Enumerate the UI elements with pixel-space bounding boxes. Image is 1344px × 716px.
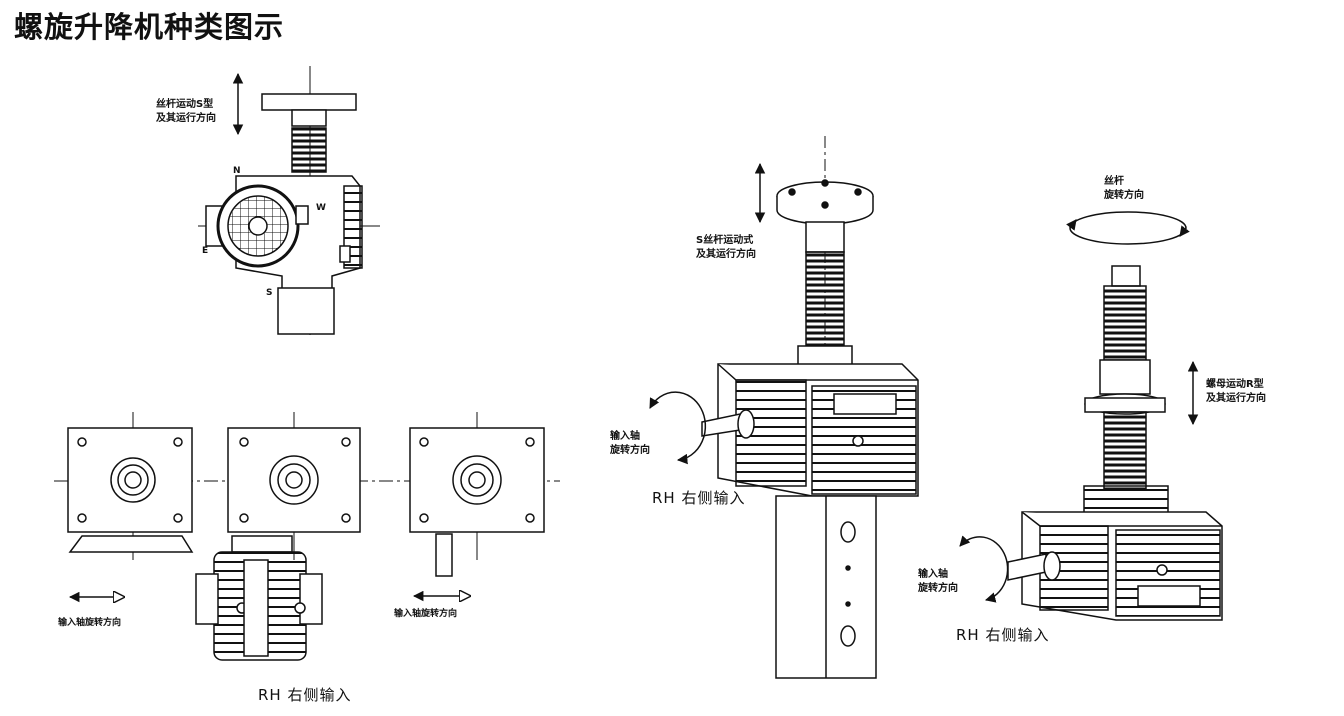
screw-rotation-ellipse [1069, 211, 1187, 245]
input-rotation-arrow [959, 535, 1009, 603]
mid-label-line2: 及其运行方向 [696, 249, 756, 260]
mid-input-line2: 旋转方向 [610, 445, 650, 456]
lead-screw [291, 127, 327, 173]
front-view-1 [67, 412, 194, 560]
iso-jack-s [701, 136, 919, 679]
right-top-line2: 旋转方向 [1104, 190, 1144, 201]
compass-n: N [233, 166, 241, 176]
input-rotation-arrow [649, 391, 707, 465]
front-view-3 [409, 412, 545, 577]
compass-e: E [202, 246, 209, 256]
input-shaft [435, 533, 453, 577]
front-view-2 [195, 412, 361, 661]
page-title: 螺旋升降机种类图示 [14, 10, 285, 44]
top-view-label-line1: 丝杆运动S型 [156, 99, 214, 110]
left-caption: RH 右侧输入 [258, 686, 352, 704]
compass-s: S [266, 288, 273, 298]
mid-label-line1: S丝杆运动式 [696, 235, 754, 246]
lead-screw [805, 251, 845, 353]
mid-input-line1: 输入轴 [610, 431, 640, 442]
right-input-line1: 输入轴 [918, 569, 948, 580]
compass-w: W [316, 203, 326, 213]
top-view-label-line2: 及其运行方向 [156, 113, 216, 124]
right-rotation-label: 输入轴旋转方向 [394, 609, 458, 619]
top-flange [261, 93, 357, 111]
bottom-tube [277, 287, 335, 335]
iso-jack-r [1007, 265, 1223, 621]
mid-caption: RH 右侧输入 [652, 489, 746, 507]
lead-screw [1103, 285, 1147, 361]
left-rotation-label: 输入轴旋转方向 [58, 618, 122, 628]
motor-adapter [231, 535, 293, 553]
top-view-jack [198, 66, 380, 335]
right-nut-line2: 及其运行方向 [1206, 393, 1266, 404]
front-views [54, 412, 560, 661]
right-caption: RH 右侧输入 [956, 626, 1050, 644]
right-input-line2: 旋转方向 [918, 583, 958, 594]
right-top-line1: 丝杆 [1104, 176, 1124, 187]
right-nut-line1: 螺母运动R型 [1206, 379, 1264, 390]
